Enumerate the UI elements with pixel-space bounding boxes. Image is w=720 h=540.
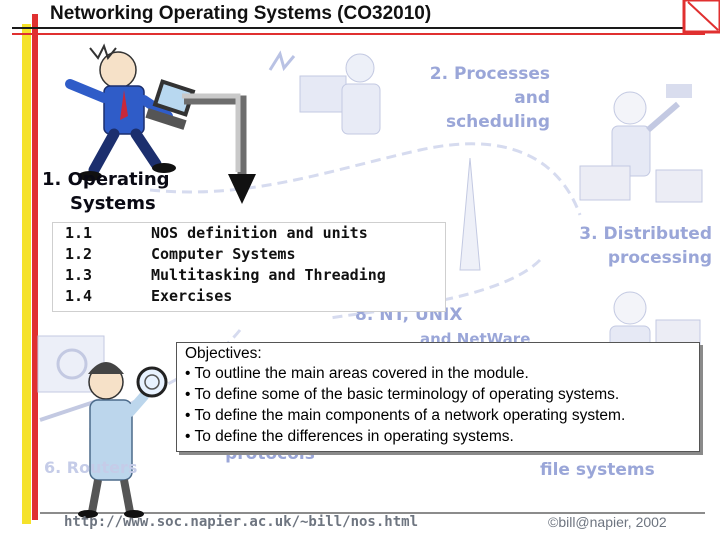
objective-item: • To define some of the basic terminolog… (185, 386, 620, 403)
topic-file-systems: file systems (540, 460, 655, 480)
topic-processes-scheduling: 2. Processes and scheduling (410, 62, 550, 134)
faded-hammer-man-illustration (579, 84, 703, 203)
topic2-line3: scheduling (445, 112, 550, 132)
topic-routers: 6. Routers (44, 458, 138, 477)
slide-title: Networking Operating Systems (CO32010) (50, 3, 432, 24)
running-man-illustration (65, 43, 196, 181)
left-red-bar (32, 14, 38, 520)
topic-distributed-processing: 3. Distributed processing (548, 222, 712, 270)
topic1-line1: 1. Operating (42, 169, 170, 190)
faded-lamp-illustration (459, 157, 481, 271)
objectives-heading: Objectives: (185, 345, 262, 362)
objective-item: • To define the differences in operating… (185, 428, 514, 445)
unit-number: 1.4 (65, 287, 93, 305)
unit-number: 1.1 (65, 224, 93, 242)
unit-row: 1.1 NOS definition and units (65, 223, 368, 244)
objective-item: • To outline the main areas covered in t… (185, 365, 529, 382)
left-yellow-bar (22, 24, 31, 524)
topic2-line1: 2. Processes (429, 64, 550, 84)
detective-illustration (78, 362, 168, 518)
topic1-line2: Systems (70, 193, 156, 214)
topic3-line1: 3. Distributed (579, 224, 712, 244)
pointer-arrow (182, 93, 256, 204)
objective-item: • To define the main components of a net… (185, 407, 626, 424)
unit-row: 1.4 Exercises (65, 286, 232, 307)
unit-label: NOS definition and units (151, 224, 368, 242)
corner-page-tab (682, 0, 720, 34)
unit-label: Computer Systems (151, 245, 296, 263)
footer-copyright: ©bill@napier, 2002 (548, 514, 667, 530)
objectives-box: Objectives: • To outline the main areas … (176, 342, 700, 452)
unit-number: 1.2 (65, 245, 93, 263)
unit-label: Exercises (151, 287, 233, 305)
footer-url-link[interactable]: http://www.soc.napier.ac.uk/~bill/nos.ht… (64, 514, 419, 530)
unit-number: 1.3 (65, 266, 93, 284)
unit-list: 1.1 NOS definition and units 1.2 Computer … (52, 222, 446, 312)
unit-row: 1.3 Multitasking and Threading (65, 265, 386, 286)
unit-row: 1.2 Computer Systems (65, 244, 296, 265)
topic-operating-systems: 1. Operating Systems (42, 168, 170, 216)
faded-office-illustration (268, 50, 381, 135)
topic2-line2: and (514, 88, 550, 108)
unit-label: Multitasking and Threading (151, 266, 386, 284)
topic3-line2: processing (607, 248, 712, 268)
